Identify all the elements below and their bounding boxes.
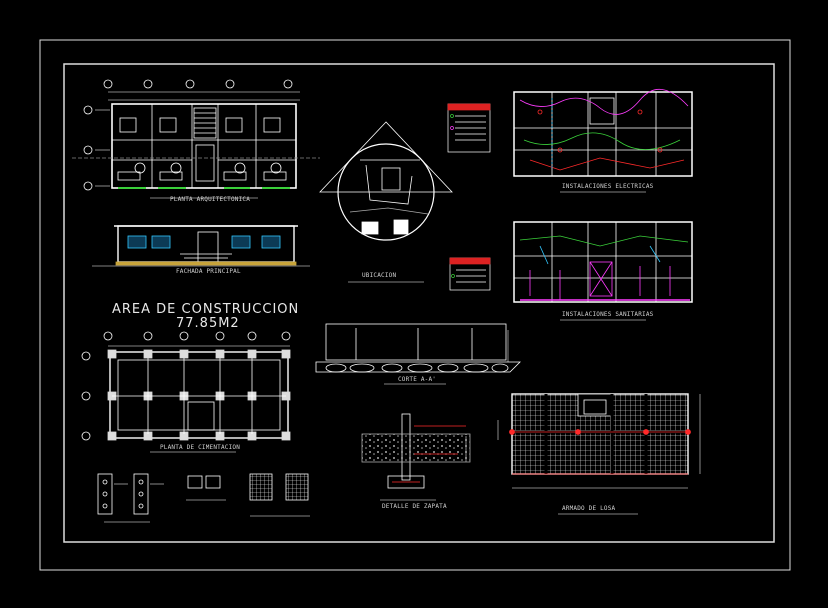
- fachada-principal-elevation: [92, 225, 310, 267]
- planta-arquitectonica-plan: [72, 79, 320, 199]
- label-corte: CORTE A-A': [398, 376, 437, 383]
- legend-box-electric: [447, 103, 491, 153]
- label-fachada-principal: FACHADA PRINCIPAL: [176, 268, 241, 275]
- label-planta-arquitectonica: PLANTA ARQUITECTONICA: [170, 196, 251, 203]
- label-ubicacion: UBICACION: [362, 272, 397, 279]
- detalle-zapata-section: [361, 413, 471, 501]
- planta-cimentacion-plan: [81, 331, 291, 453]
- area-title-line2: 77.85M2: [176, 316, 240, 331]
- label-armado-losa: ARMADO DE LOSA: [562, 505, 616, 512]
- instalaciones-electricas-plan: [513, 88, 693, 193]
- detalle-columnas: [97, 473, 310, 523]
- label-planta-cimentacion: PLANTA DE CIMENTACION: [160, 444, 241, 451]
- outer-border: [39, 39, 791, 571]
- label-instalaciones-electricas: INSTALACIONES ELECTRICAS: [562, 183, 654, 190]
- inner-border: [63, 63, 775, 543]
- instalaciones-sanitarias-plan: [513, 221, 693, 321]
- label-detalle-zapata: DETALLE DE ZAPATA: [382, 503, 447, 510]
- corte-section: [315, 323, 521, 385]
- ubicacion-location-map: [319, 121, 453, 283]
- armado-losa-plan: [497, 393, 701, 515]
- label-instalaciones-sanitarias: INSTALACIONES SANITARIAS: [562, 311, 654, 318]
- legend-box-sanitary: [449, 257, 491, 291]
- area-title-line1: AREA DE CONSTRUCCION: [112, 302, 300, 317]
